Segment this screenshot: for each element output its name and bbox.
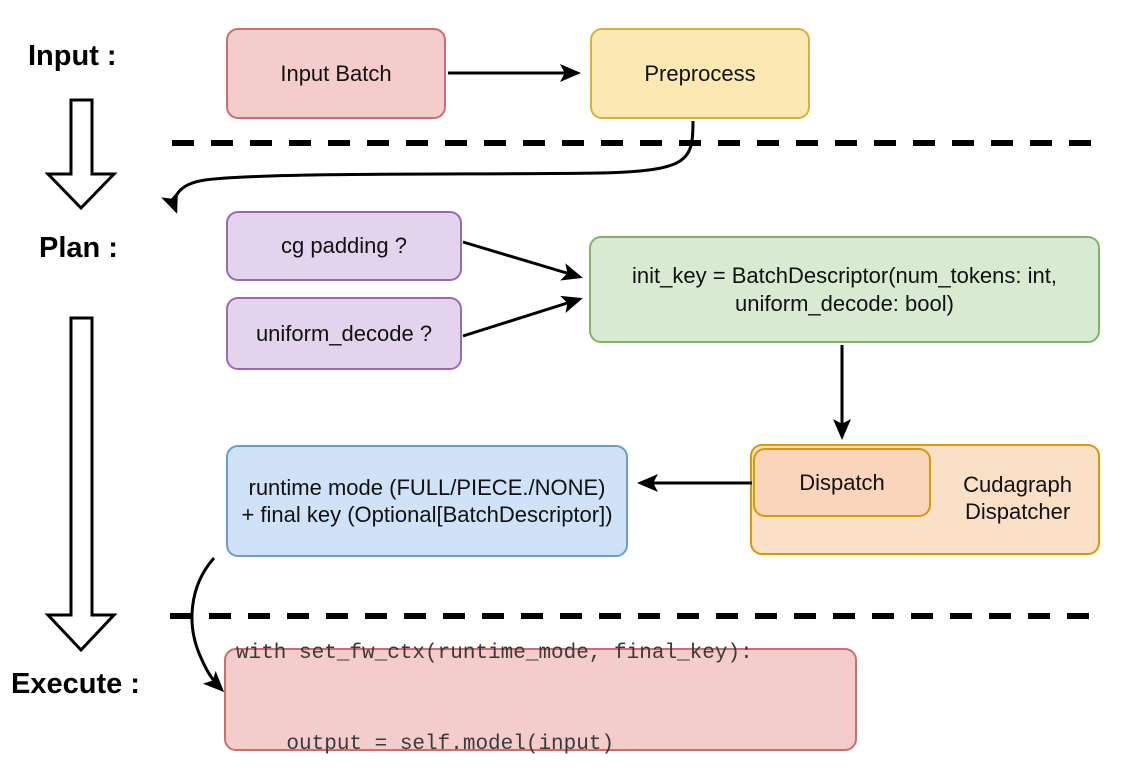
node-init-key[interactable]: init_key = BatchDescriptor(num_tokens: i… xyxy=(589,236,1100,343)
node-cudagraph-dispatcher-line-2: Dispatcher xyxy=(964,498,1071,524)
edge-runtime-mode-to-exec-code xyxy=(190,557,225,693)
stage-label-plan: Plan : xyxy=(39,232,118,264)
node-input-batch[interactable]: Input Batch xyxy=(226,28,446,119)
stage-label-input: Input : xyxy=(28,40,117,72)
edge-cg-padding-to-init-key xyxy=(462,240,583,281)
node-runtime-mode-line-1: runtime mode (FULL/PIECE./NONE) xyxy=(248,474,606,500)
node-dispatch[interactable]: Dispatch xyxy=(753,448,931,517)
node-exec-code-line-1: with set_fw_ctx(runtime_mode, final_key)… xyxy=(236,641,753,665)
node-init-key-line-1: init_key = BatchDescriptor(num_tokens: i… xyxy=(632,263,1057,288)
node-uniform-decode[interactable]: uniform_decode ? xyxy=(226,297,462,370)
node-runtime-mode-line-2: + final key (Optional[BatchDescriptor]) xyxy=(241,502,613,527)
node-cudagraph-dispatcher-line-1: Cudagraph xyxy=(963,472,1072,497)
input-to-plan-flow-arrow xyxy=(44,98,118,211)
edge-preprocess-to-cg-padding xyxy=(161,120,695,214)
edge-uniform-decode-to-init-key xyxy=(462,295,583,338)
node-cg-padding[interactable]: cg padding ? xyxy=(226,211,462,281)
plan-to-execute-flow-arrow xyxy=(44,316,118,653)
node-exec-code-line-2: output = self.model(input) xyxy=(236,732,615,756)
stage-label-execute: Execute : xyxy=(11,668,140,700)
node-init-key-line-2: uniform_decode: bool) xyxy=(735,290,954,316)
node-runtime-mode[interactable]: runtime mode (FULL/PIECE./NONE) + final … xyxy=(226,445,628,557)
node-exec-code[interactable]: with set_fw_ctx(runtime_mode, final_key)… xyxy=(224,642,857,756)
node-preprocess[interactable]: Preprocess xyxy=(590,28,810,119)
